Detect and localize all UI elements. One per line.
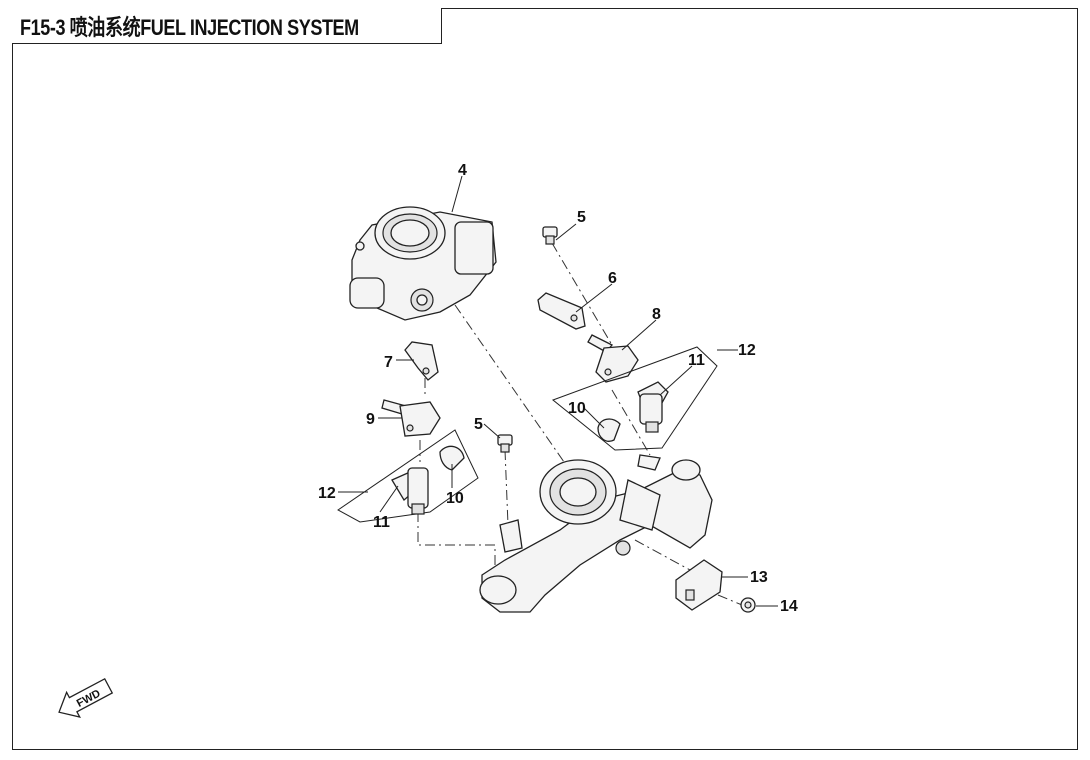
- callout-6: 6: [608, 270, 617, 287]
- callout-14: 14: [780, 598, 798, 615]
- callout-5-upper: 5: [577, 209, 586, 226]
- injector-part-11-right[interactable]: [637, 381, 669, 433]
- leader-lines: [378, 175, 778, 607]
- sensor-part-9[interactable]: [381, 399, 441, 437]
- callout-10-left: 10: [446, 490, 464, 507]
- callout-12-left: 12: [318, 485, 336, 502]
- title-block: F15-3 喷油系统FUEL INJECTION SYSTEM: [12, 8, 443, 44]
- bolt-part-5-lower[interactable]: [497, 434, 513, 453]
- callout-4: 4: [458, 162, 467, 179]
- callout-11-right: 11: [688, 352, 705, 369]
- callout-11-left: 11: [373, 514, 390, 531]
- injector-part-11-left[interactable]: [391, 467, 429, 515]
- callout-13: 13: [750, 569, 768, 586]
- callout-5-lower: 5: [474, 416, 483, 433]
- bracket-part-7[interactable]: [404, 341, 439, 381]
- assembly-lines: [417, 242, 743, 606]
- injector-group-part-12-right: [551, 346, 738, 451]
- callout-12-right: 12: [738, 342, 756, 359]
- callout-10-right: 10: [568, 400, 586, 417]
- fwd-label: FWD: [75, 688, 103, 710]
- callout-9: 9: [366, 411, 375, 428]
- fwd-arrow-icon: FWD: [58, 677, 114, 719]
- bracket-part-6[interactable]: [537, 292, 586, 330]
- clip-part-10-right[interactable]: [597, 418, 621, 442]
- callout-8: 8: [652, 306, 661, 323]
- page-title: F15-3 喷油系统FUEL INJECTION SYSTEM: [20, 14, 359, 40]
- callout-labels: 4 5 6 8 12 11 10 7 9 5 12 11 10 13 14: [318, 162, 798, 615]
- bolt-part-14[interactable]: [740, 597, 756, 613]
- map-sensor-part-13[interactable]: [675, 559, 723, 611]
- throttle-body-part-4[interactable]: [349, 206, 497, 321]
- injector-group-part-12-left: [337, 429, 479, 523]
- drawing-frame: [12, 8, 1078, 750]
- bolt-part-5-upper[interactable]: [542, 226, 558, 245]
- clip-part-10-left[interactable]: [439, 445, 465, 471]
- callout-7: 7: [384, 354, 393, 371]
- intake-manifold-assembly: [479, 454, 713, 613]
